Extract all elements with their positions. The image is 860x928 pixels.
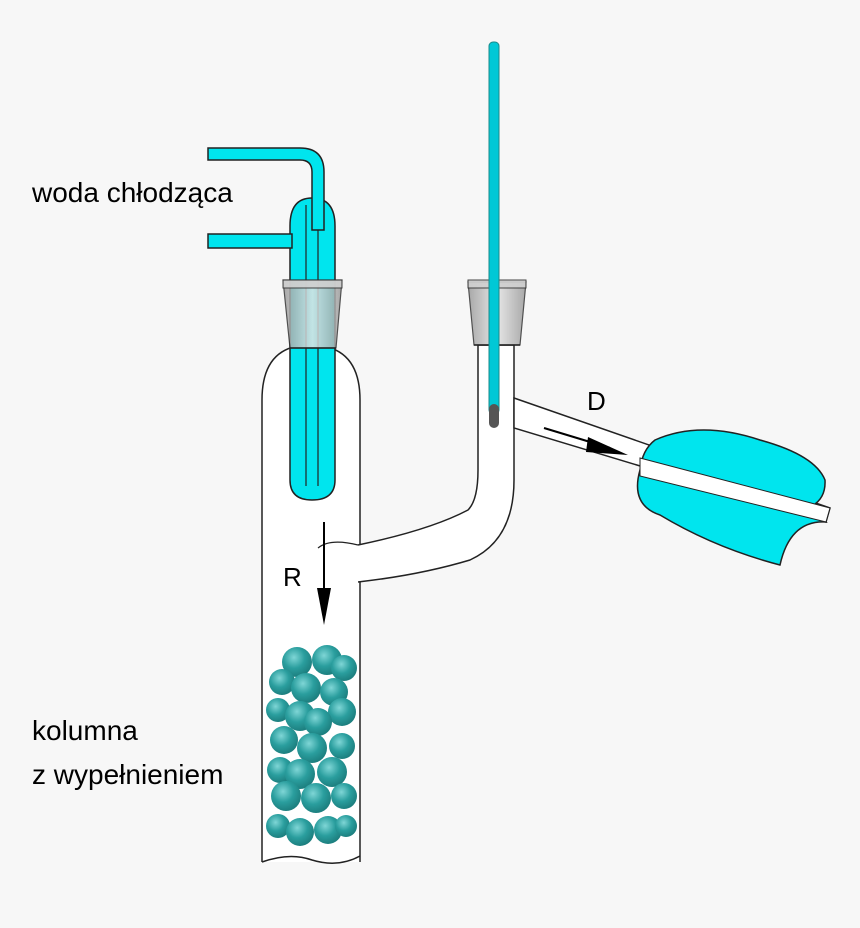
packing-bead [285,759,315,789]
reflux-arrow-head [317,588,331,625]
column-broken-bottom [261,855,361,864]
side-arm-inlet-outline [317,541,359,549]
thermometer-bulb [489,404,499,428]
packing-bead [335,815,357,837]
cold-finger-body [289,197,336,501]
side-arm [357,344,515,583]
packing-bead [266,814,290,838]
packing-bead [331,783,357,809]
column-packing [266,645,357,846]
packing-bead [270,726,298,754]
packing-bead [286,818,314,846]
column-stopper-rim [282,279,343,289]
reflux-label: R [283,562,302,592]
column-label-line2: z wypełnieniem [32,759,224,790]
packing-bead [269,669,295,695]
packing-bead [282,647,312,677]
packing-bead [271,781,301,811]
distillate-arrow-head [586,437,628,455]
packing-bead [328,698,356,726]
outlet-inner-tube [639,457,831,523]
packing-bead [314,816,342,844]
column-stopper [282,279,343,349]
water-inlet-tube [207,147,325,231]
column-label-line1: kolumna [32,715,138,746]
packing-bead [301,783,331,813]
packing-bead [331,655,357,681]
packing-bead [329,733,355,759]
thermometer-stem [488,41,500,415]
packing-bead [297,733,327,763]
packing-bead [266,698,290,722]
water-outlet-tube [207,233,293,249]
packing-bead [304,708,332,736]
distillate-label: D [587,386,606,416]
packing-bead [317,757,347,787]
packing-bead [291,673,321,703]
cooling-water-label: woda chłodząca [32,177,233,208]
side-arm-inlet [310,544,358,582]
